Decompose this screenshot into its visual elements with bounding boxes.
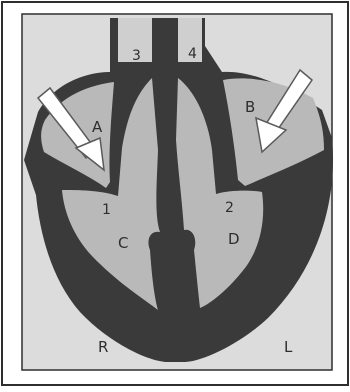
label-side-right: R <box>98 338 108 356</box>
label-chamber-c: C <box>118 234 128 252</box>
label-chamber-b: B <box>245 98 255 116</box>
label-side-left: L <box>284 338 293 356</box>
label-chamber-d: D <box>228 230 240 248</box>
label-valve-4: 4 <box>188 46 197 62</box>
vessel-divider <box>160 18 172 98</box>
label-chamber-a: A <box>92 118 103 136</box>
label-valve-2: 2 <box>225 200 234 216</box>
label-valve-1: 1 <box>102 202 111 218</box>
label-valve-3: 3 <box>132 48 141 64</box>
